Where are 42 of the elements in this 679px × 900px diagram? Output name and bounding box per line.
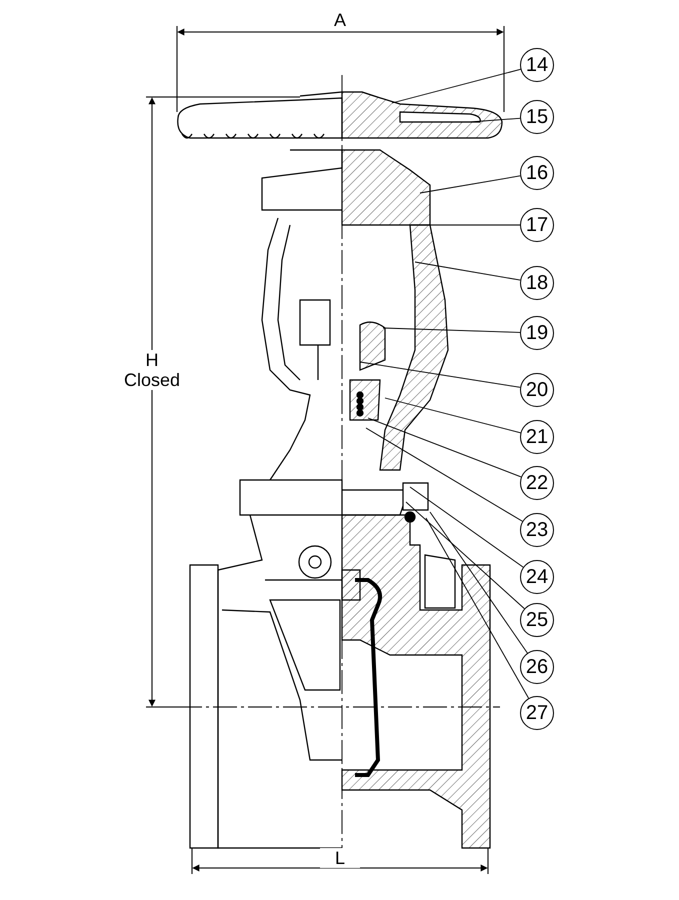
- leader-line: [366, 428, 523, 522]
- callout-circle: [520, 373, 554, 407]
- callout-number: 16: [526, 162, 548, 184]
- callout-number: 24: [526, 566, 548, 588]
- callout-number: 27: [526, 702, 548, 724]
- callout-circle: [520, 603, 554, 637]
- callout-circle: [520, 156, 554, 190]
- leader-line: [392, 68, 521, 104]
- callout-circle: [520, 650, 554, 684]
- leader-line: [426, 518, 530, 699]
- leader-line: [420, 175, 521, 194]
- callout-number: 17: [526, 214, 548, 236]
- leader-line: [360, 362, 521, 388]
- callout-circle: [520, 100, 554, 134]
- callout-circle: [520, 513, 554, 547]
- callout-circle: [520, 560, 554, 594]
- callout-number: 14: [526, 54, 548, 76]
- callout-number: 26: [526, 656, 548, 678]
- callout-number: 18: [526, 272, 548, 294]
- callout-number: 20: [526, 378, 548, 402]
- leader-line: [414, 262, 521, 281]
- leader-line: [470, 118, 520, 122]
- callout-number: 21: [526, 426, 548, 448]
- callout-circle: [520, 266, 554, 300]
- callout-number: 19: [526, 322, 548, 344]
- leader-line: [406, 502, 525, 610]
- callout-number: 15: [526, 106, 548, 128]
- callout-circle: [520, 420, 554, 454]
- dimension-label: L: [320, 848, 360, 868]
- callout-number: 23: [526, 518, 548, 542]
- leader-line: [410, 486, 524, 568]
- callout-circle: [520, 316, 554, 350]
- leader-line: [368, 418, 522, 478]
- callout-number: 25: [526, 608, 548, 632]
- leader-line: [382, 328, 520, 333]
- callout-circle: [520, 208, 554, 242]
- callout-circle: [520, 48, 554, 82]
- callout-circle: [520, 466, 554, 500]
- leader-line: [384, 398, 521, 434]
- callout-circle: [520, 696, 554, 730]
- leader-line: [430, 512, 528, 654]
- callout-number: 22: [526, 472, 548, 494]
